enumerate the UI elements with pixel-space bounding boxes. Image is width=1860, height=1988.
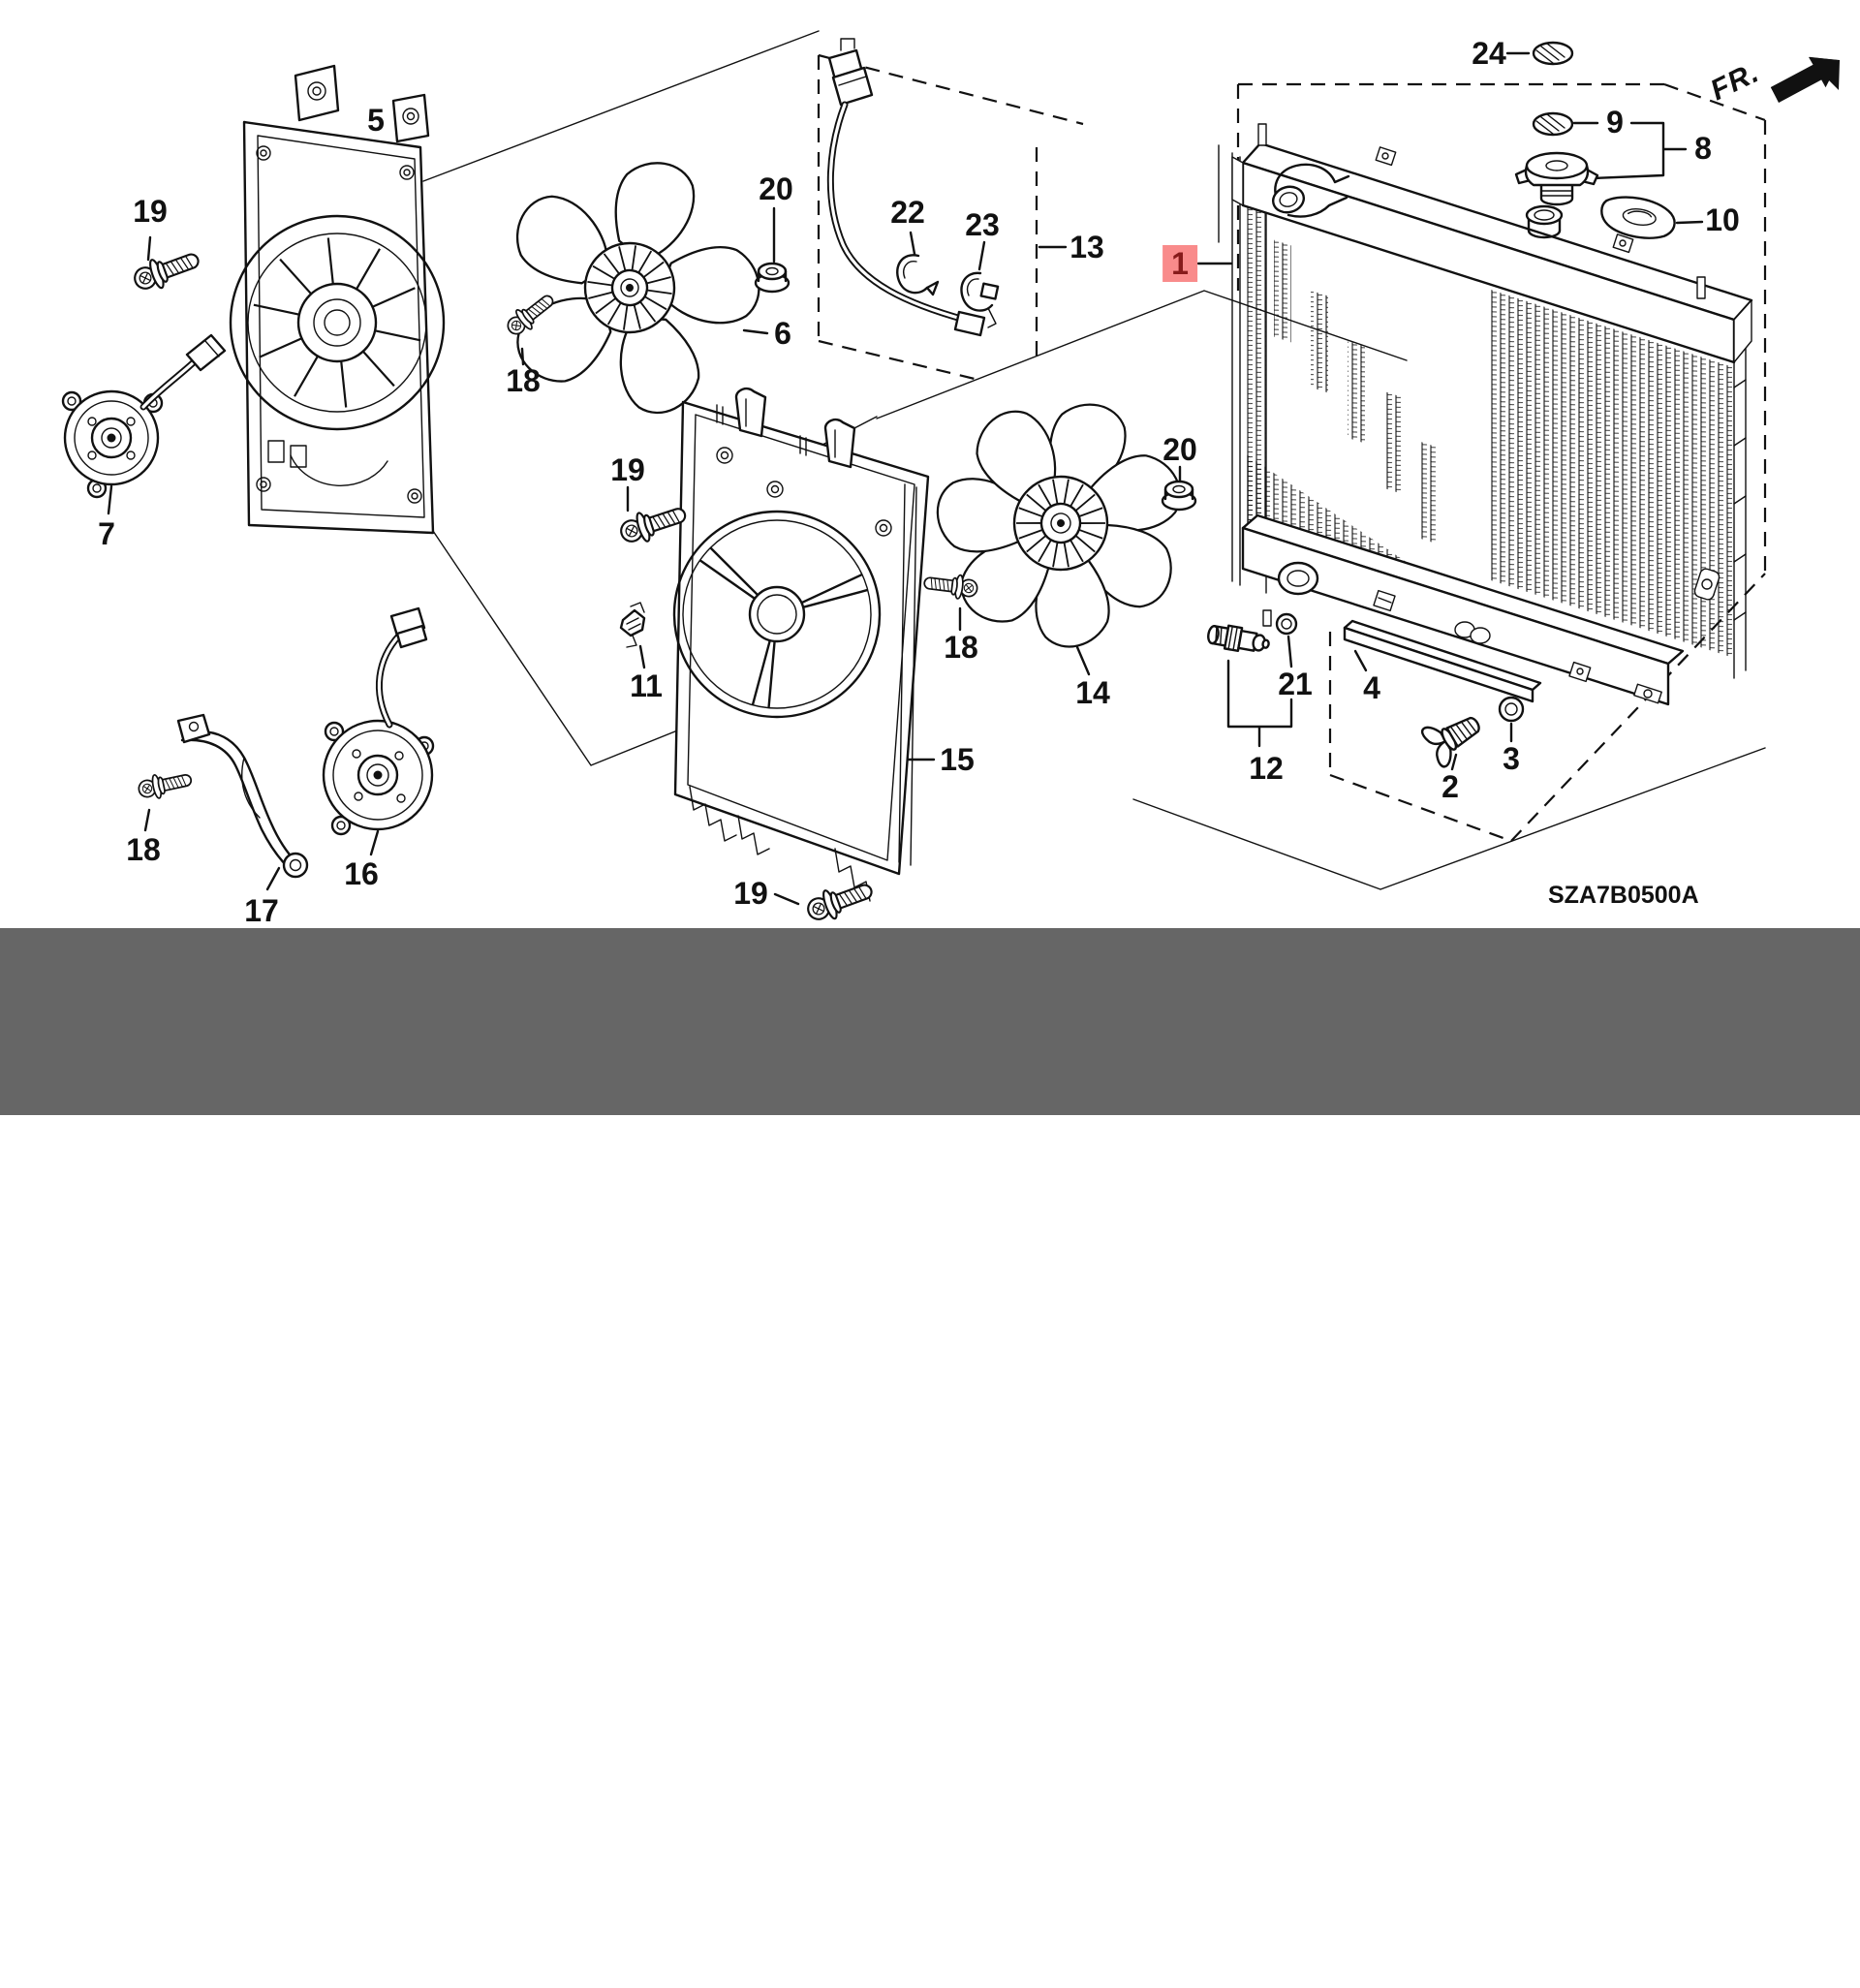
- upper-fan-nut: [754, 262, 790, 294]
- oring-21: [1275, 612, 1298, 636]
- harness-dashed-box: [817, 53, 1084, 382]
- diagram-code: SZA7B0500A: [1548, 882, 1699, 909]
- callout-20[interactable]: 20: [1162, 432, 1197, 467]
- bolt-18-c: [136, 766, 195, 803]
- radiator-inlet-pipe: [1271, 163, 1350, 218]
- callout-8[interactable]: 8: [1694, 131, 1712, 166]
- callout-4[interactable]: 4: [1363, 670, 1380, 705]
- fan-motor-harness: [826, 38, 986, 337]
- lower-cooling-fan: [932, 391, 1191, 651]
- sensor-bracket-leaders: [1226, 635, 1293, 748]
- bolt18a-leader: [520, 347, 525, 366]
- callout-24[interactable]: 24: [1472, 36, 1506, 71]
- bracket10-leader: [1675, 220, 1704, 225]
- diagram-artwork: FR.: [61, 30, 1840, 928]
- callout-18[interactable]: 18: [126, 832, 161, 867]
- radiator-filler-neck: [1525, 204, 1564, 239]
- footer-bar: honda - 19010RN0A52 N - 1: [0, 928, 1860, 1984]
- callout-12[interactable]: 12: [1249, 751, 1284, 786]
- plug2-leader: [1450, 753, 1458, 771]
- callout-21[interactable]: 21: [1278, 667, 1313, 701]
- callout-17[interactable]: 17: [244, 893, 279, 928]
- callout-11[interactable]: 11: [630, 668, 663, 703]
- callout-9[interactable]: 9: [1606, 105, 1624, 140]
- mount-bracket-10: [1600, 196, 1676, 239]
- drain-plug-2: [1421, 716, 1480, 768]
- bolt-19-c: [802, 874, 878, 928]
- upper-cooling-fan: [500, 151, 760, 423]
- callout-23[interactable]: 23: [965, 207, 1000, 242]
- callout-19[interactable]: 19: [133, 194, 168, 229]
- callout-15[interactable]: 15: [940, 742, 975, 777]
- shroud-spokes: [699, 546, 868, 708]
- callout-2[interactable]: 2: [1442, 769, 1459, 804]
- fan14-leader: [1075, 645, 1091, 676]
- callout-22[interactable]: 22: [890, 195, 925, 230]
- callout-19[interactable]: 19: [610, 452, 645, 487]
- fr-direction: FR.: [1706, 56, 1840, 107]
- callout-18[interactable]: 18: [506, 363, 541, 398]
- clip11-leader: [638, 644, 646, 669]
- callout-7[interactable]: 7: [98, 516, 115, 551]
- upper-fan-leaders: [742, 206, 776, 335]
- callout-18[interactable]: 18: [944, 630, 978, 665]
- bolt18c-leader: [143, 808, 151, 832]
- bolt-19-a: [129, 243, 204, 297]
- bolt19a-leader: [146, 235, 152, 262]
- radiator-assembly: [1231, 123, 1753, 706]
- fr-direction-label: FR.: [1706, 56, 1765, 107]
- lower-fan-motor: [322, 606, 435, 856]
- callout-3[interactable]: 3: [1503, 741, 1520, 776]
- upper-fan-motor: [61, 333, 227, 515]
- callout-19[interactable]: 19: [733, 876, 768, 911]
- oring-3: [1498, 696, 1525, 723]
- callout-16[interactable]: 16: [344, 856, 379, 891]
- footer-page-ref: N - 1: [1290, 1906, 1436, 1988]
- callout-6[interactable]: 6: [774, 316, 791, 351]
- callout-14[interactable]: 14: [1075, 675, 1110, 710]
- bolt19c-leader: [773, 892, 800, 906]
- lower-fan-shroud: [672, 387, 936, 902]
- upper-fan-shroud: [229, 64, 446, 535]
- harness-clip-b: [960, 240, 1000, 328]
- cap-seal-9: [1532, 111, 1688, 180]
- callout-13[interactable]: 13: [1070, 230, 1104, 264]
- callout-5[interactable]: 5: [367, 103, 385, 138]
- callout-1-highlighted[interactable]: 1: [1162, 245, 1197, 282]
- callout-10[interactable]: 10: [1705, 202, 1740, 237]
- seal-strip-4: [1343, 619, 1542, 703]
- fan-switch-sensor-12: [1207, 624, 1270, 653]
- radiator-dashed-box: [1236, 82, 1767, 843]
- clip-11: [619, 602, 646, 648]
- harness-clip-a: [896, 231, 940, 296]
- radiator-cap-8: [1514, 151, 1599, 206]
- callout-20[interactable]: 20: [759, 171, 793, 206]
- lower-fan-nut: [1161, 480, 1197, 512]
- cap-seal-24: [1505, 41, 1574, 66]
- footer-part-number: honda - 19010RN0A52: [480, 1906, 1159, 1988]
- motor-bracket-17: [176, 713, 309, 891]
